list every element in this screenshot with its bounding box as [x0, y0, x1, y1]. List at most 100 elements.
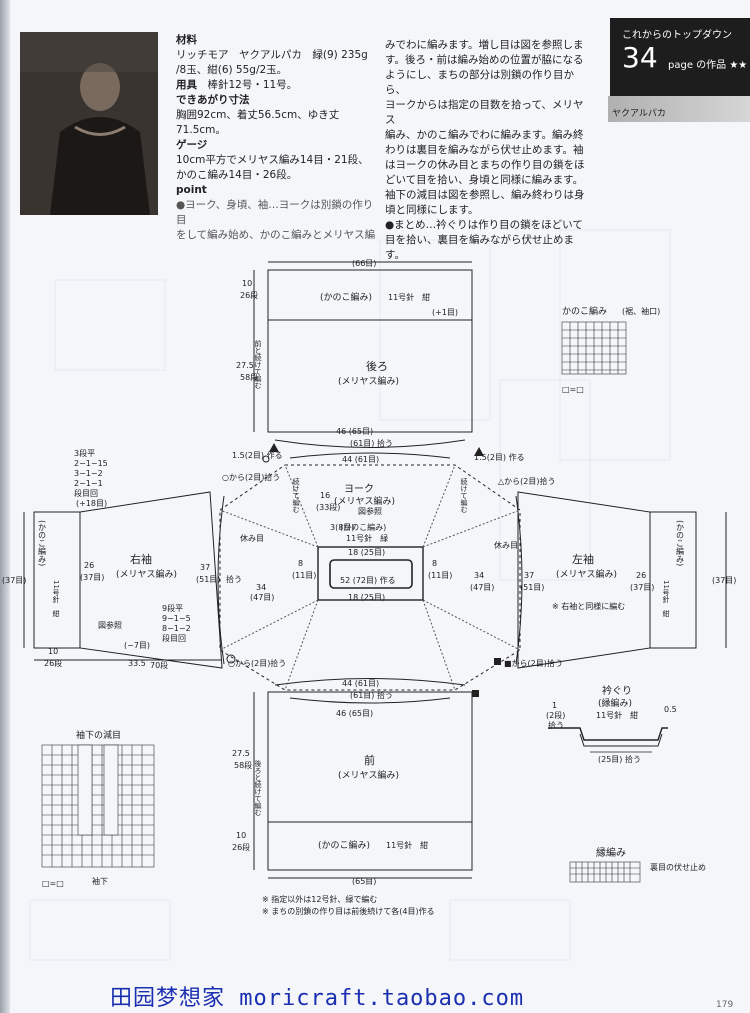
border-chart [569, 861, 641, 883]
neck-1: 1 [552, 701, 557, 710]
page-number: 179 [716, 1000, 734, 1010]
front-pickup: (61目) 拾う [350, 690, 393, 700]
front-bottom-count: (65目) [352, 877, 376, 886]
cont-knit-note: 続けて編む [292, 477, 300, 513]
back-continue-note: 前と続けて編む [254, 339, 262, 389]
inc-label: 8−1−2 [162, 624, 191, 633]
neck-title: 衿ぐり [602, 684, 632, 697]
instruction-line: ようにし、まちの部分は別鎖の作り目から、 [385, 69, 574, 96]
yoke-bottom: 18 (25目) [348, 593, 385, 602]
back-plus1: (+1目) [432, 308, 458, 317]
instructions-column: みでわに編みます。増し目は図を参照しま す。後ろ・前は編み始めの位置が脇になる … [385, 38, 585, 263]
yoke-3-8: 3(8目) [330, 523, 354, 532]
rest-left: 休み目 [240, 533, 264, 543]
neck-needle: 11号針 紺 [596, 710, 638, 720]
border-title: 縁編み [596, 846, 626, 859]
size-text: 胸囲92cm、着丈56.5cm、ゆき丈71.5cm。 [176, 109, 340, 136]
back-top-count: (66目) [352, 259, 376, 268]
make-15-right: 1.5(2目) 作る [474, 452, 525, 462]
left-sleeve-37: (37目) [630, 583, 654, 592]
point-title: point [176, 184, 207, 196]
front-band-label: (かのこ編み) [318, 839, 370, 851]
front-dim1: 27.5 [232, 749, 250, 758]
back-dim1: 10 [242, 279, 252, 288]
instruction-line: 編み、かのこ編みでわに編みます。編み終 [385, 129, 584, 141]
back-title: 後ろ [366, 359, 388, 373]
dec-label: 2−1−1 [74, 479, 103, 488]
right-cuff-side: (37目) [2, 576, 26, 585]
instruction-line: どいて目を拾い、身頃と同様に編みます。 [385, 174, 584, 186]
back-dim2-rows: 58段 [240, 372, 258, 382]
sleeve-dec-legend: □=□ [42, 879, 64, 888]
inc-minus7: (−7目) [124, 641, 150, 650]
yarn-name: ヤクアルパカ [612, 109, 666, 119]
point-line: ●ヨーク、身頃、袖…ヨークは別鎖の作り目 [176, 199, 374, 226]
front-stitch: (メリヤス編み) [338, 769, 399, 781]
yoke-top-arc [289, 452, 451, 459]
sleeve-dec-title: 袖下の減目 [76, 729, 121, 741]
dec-label: (+18目) [76, 499, 107, 508]
series-title: これからのトップダウン [622, 30, 732, 41]
right-sleeve-26: 26 [84, 561, 94, 570]
yoke-bottom-arc [289, 697, 451, 704]
back-yoke-count: 44 (61目) [342, 455, 379, 464]
yoke-title: ヨーク [344, 483, 374, 495]
inc-label: 9段平 [162, 603, 183, 613]
materials-block: 材料 リッチモア ヤクアルパカ 緑(9) 235g /8玉、紺(6) 55g/2… [176, 33, 376, 243]
yoke-8: 8 [298, 559, 303, 568]
front-pickup-arc [274, 678, 466, 686]
cont-knit-note: 続けて編む [460, 477, 468, 513]
instruction-line: ヨークからは指定の目数を拾って、メリヤス [385, 99, 584, 126]
inc-label: 段目回 [162, 633, 186, 643]
kanoko-legend: □=□ [562, 385, 584, 394]
materials-title: 材料 [176, 34, 197, 46]
dec-label: 2−1−15 [74, 459, 108, 468]
back-dim2: 27.5 [236, 361, 254, 370]
sleeve-length: 33.5 [128, 659, 146, 668]
back-dim1-rows: 26段 [240, 290, 258, 300]
front-dim2: 10 [236, 831, 246, 840]
dec-label: 3段平 [74, 448, 95, 458]
model-photo [20, 32, 158, 215]
kanoko-title: かのこ編み [562, 305, 607, 317]
instruction-line: ●まとめ…衿ぐりは作り目の鎖をほどいて [385, 219, 583, 231]
back-body-rect [267, 319, 473, 433]
note-1: ※ 指定以外は12号針、緑で編む [262, 894, 377, 904]
watermark-footer: 田园梦想家 moricraft.taobao.com [110, 986, 525, 1011]
left-sleeve-title: 左袖 [572, 552, 594, 566]
right-sleeve-37: (37目) [80, 573, 104, 582]
front-continue-note: 後ろと続けて編む [254, 759, 262, 816]
left-sleeve-34: 34 [474, 571, 484, 580]
back-stitch: (メリヤス編み) [338, 375, 399, 387]
gauge-line: 10cm平方でメリヤス編み14目・21段、 [176, 154, 369, 166]
yoke-ref: 図参照 [358, 506, 382, 516]
left-sleeve-26: 26 [636, 571, 646, 580]
yoke-33: (33段) [316, 502, 340, 512]
yoke-kanoko: (かのこ編み) [340, 522, 386, 532]
border-note: 裏目の伏せ止め [650, 862, 706, 872]
page-binding [0, 0, 10, 1013]
yarn-strip: ヤクアルパカ [608, 96, 750, 122]
sleeve-decrease-chart [41, 744, 155, 868]
dec-label: 段目回 [74, 488, 98, 498]
neck-outer [317, 546, 424, 601]
from-circle-bottom: ○から(2目)拾う [228, 658, 286, 668]
left-sleeve-pickup-arc [515, 495, 523, 665]
instruction-line: はヨークの休み目とまちの作り目の鎖をほ [385, 159, 585, 171]
pickup-markers [226, 443, 501, 697]
left-sleeve-shape [517, 491, 651, 669]
left-cuff-label: (かのこ編み) [676, 520, 685, 566]
materials-line: リッチモア ヤクアルパカ 緑(9) 235g [176, 49, 368, 61]
yoke-stitch: (メリヤス編み) [334, 495, 395, 507]
gauge-line: かのこ編み14目・26段。 [176, 169, 298, 181]
left-sleeve-51: (51目) [520, 583, 544, 592]
instruction-line: す。後ろ・前は編み始めの位置が脇になる [385, 54, 584, 66]
triangle-marker [474, 447, 484, 456]
left-sleeve-stitch: (メリヤス編み) [556, 568, 617, 580]
right-sleeve-stitch: (メリヤス編み) [116, 568, 177, 580]
neck-bottom: (25目) 拾う [598, 754, 641, 764]
left-cuff-needle: 11号針 紺 [662, 580, 670, 618]
